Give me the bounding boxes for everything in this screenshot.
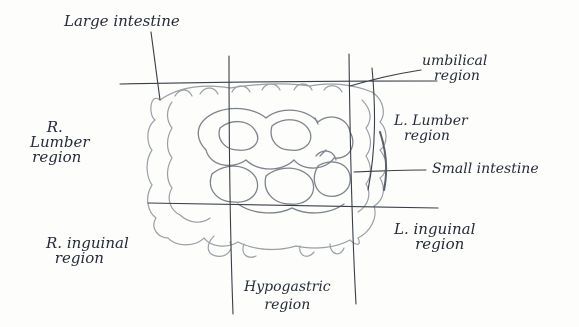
pointer-large-intestine xyxy=(151,32,160,100)
small-intestine-coil-1 xyxy=(198,109,353,170)
transverse-colon-haustra xyxy=(175,84,342,96)
hypogastric-region-label: Hypogastric region xyxy=(244,280,331,313)
hypogastric-region-label-line-2: region xyxy=(244,298,331,313)
large-intestine-label: Large intestine xyxy=(64,14,180,29)
small-intestine-coil-5 xyxy=(265,168,313,204)
right-inguinal-region-label-line-2: region xyxy=(30,251,129,266)
right-lumbar-region-label: R. Lumber region xyxy=(30,120,90,165)
left-vertical-line xyxy=(229,56,233,314)
left-lumbar-region-label-line-2: region xyxy=(394,129,468,144)
left-inguinal-region-label: L. inguinal region xyxy=(394,222,475,252)
umbilical-region-label-line-2: region xyxy=(422,69,487,84)
right-lumbar-region-label-line-3: region xyxy=(24,150,90,165)
pointer-umbilical xyxy=(350,70,421,86)
pointer-small-intestine xyxy=(354,170,426,172)
left-lumbar-region-label-line-1: L. Lumber xyxy=(394,114,468,129)
sigmoid-colon xyxy=(238,238,359,249)
umbilical-region-label-line-1: umbilical xyxy=(422,54,487,69)
left-lumbar-region-label: L. Lumber region xyxy=(394,114,468,144)
left-inguinal-region-label-line-2: region xyxy=(404,237,475,252)
small-intestine-label: Small intestine xyxy=(432,162,539,177)
rectum-loops xyxy=(208,236,344,257)
small-intestine-coil-2 xyxy=(219,122,258,151)
large-intestine-outline xyxy=(147,98,238,246)
transverse-colon-top xyxy=(160,84,372,100)
right-inguinal-region-label: R. inguinal region xyxy=(46,236,129,266)
small-intestine-coil-4 xyxy=(210,166,257,202)
descending-colon-inner xyxy=(358,100,371,212)
small-intestine-coil-3 xyxy=(271,120,311,151)
hypogastric-region-label-line-1: Hypogastric xyxy=(244,280,331,295)
umbilical-region-label: umbilical region xyxy=(422,54,487,84)
